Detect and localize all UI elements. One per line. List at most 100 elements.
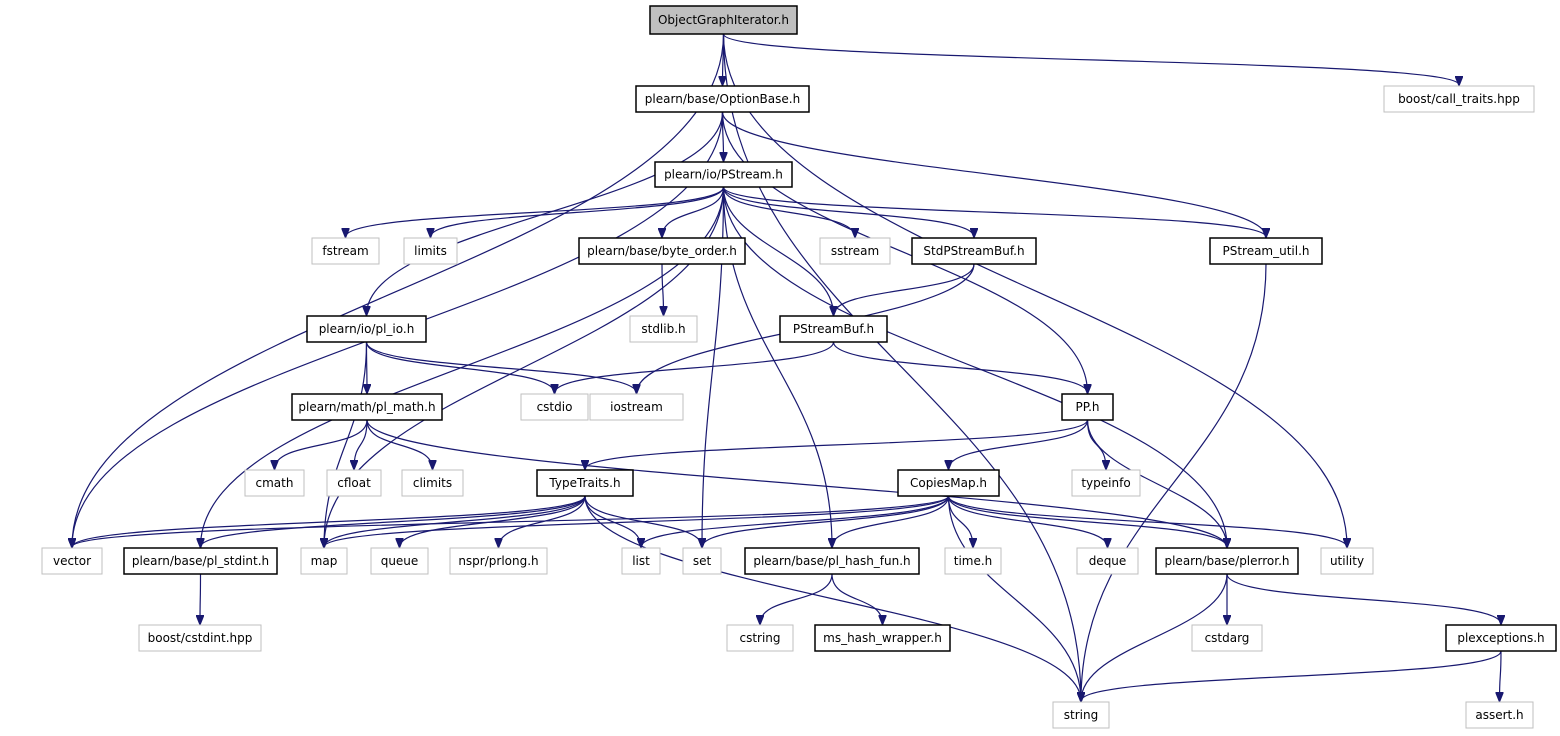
node-label: time.h [954,554,993,568]
node-typetraits[interactable]: TypeTraits.h [536,469,634,497]
edge-typetraits-to-string [584,495,1081,701]
node-label: TypeTraits.h [548,476,620,490]
node-box [291,393,443,421]
node-queue: queue [370,547,429,575]
node-plerror[interactable]: plearn/base/plerror.h [1155,547,1299,575]
node-box [944,547,1002,575]
edge-ogi-to-utility [722,33,1348,547]
node-label: deque [1089,554,1127,568]
node-stdlib: stdlib.h [629,315,698,343]
node-box [326,469,382,497]
node-pp[interactable]: PP.h [1061,393,1114,421]
edge-byteorder-to-stdlib [662,263,664,315]
node-fstream: fstream [311,237,380,265]
node-box [1191,624,1263,652]
node-callTraits: boost/call_traits.hpp [1383,85,1535,113]
edge-copiesmap-to-utility [947,495,1348,547]
edge-typetraits-to-queue [400,495,586,547]
node-box [300,547,348,575]
node-box [536,469,634,497]
edge-copiesmap-to-deque [947,495,1108,547]
node-label: PStream_util.h [1222,244,1309,258]
node-label: PP.h [1075,400,1099,414]
node-box [682,547,722,575]
node-pstream[interactable]: plearn/io/PStream.h [654,161,793,188]
node-prlong: nspr/prlong.h [449,547,548,575]
node-box [244,469,305,497]
node-plhash[interactable]: plearn/base/pl_hash_fun.h [744,547,920,575]
node-asserth: assert.h [1465,701,1534,729]
node-plexceptions[interactable]: plexceptions.h [1445,624,1557,652]
edge-pp-to-copiesmap [949,419,1089,469]
edge-ogi-to-callTraits [722,33,1460,85]
node-deque: deque [1076,547,1139,575]
node-mshash[interactable]: ms_hash_wrapper.h [814,624,951,652]
node-label: cfloat [337,476,371,490]
node-ogi[interactable]: ObjectGraphIterator.h [649,5,798,35]
node-box [138,624,262,652]
node-label: StdPStreamBuf.h [923,244,1024,258]
edge-plmath-to-climits [366,419,433,469]
edge-copiesmap-to-set [702,495,950,547]
node-box [649,5,798,35]
node-box [370,547,429,575]
node-label: ms_hash_wrapper.h [823,631,942,645]
edge-plhash-to-mshash [831,573,883,624]
node-string: string [1052,701,1110,729]
node-box [449,547,548,575]
edge-psbuf-to-pp [832,341,1088,393]
edge-pstream-to-pstreamutil [722,186,1267,237]
node-iostream: iostream [589,393,684,421]
node-box [589,393,684,421]
node-box [726,624,794,652]
edge-stdpsb-to-psbuf [834,263,975,315]
node-psbuf[interactable]: PStreamBuf.h [779,315,888,343]
node-list: list [621,547,661,575]
edge-plio-to-iostream [365,341,637,393]
node-sstream: sstream [819,237,891,265]
edge-ogi-to-vector [72,33,725,547]
node-label: typeinfo [1081,476,1130,490]
node-cstdarg: cstdarg [1191,624,1263,652]
node-plio[interactable]: plearn/io/pl_io.h [306,315,427,343]
node-box [306,315,427,343]
edge-optionbase-to-plio [367,111,724,315]
edge-plexceptions-to-string [1081,650,1502,701]
node-plstdint[interactable]: plearn/base/pl_stdint.h [123,547,278,575]
node-label: boost/call_traits.hpp [1398,92,1520,106]
edge-copiesmap-to-string [947,495,1082,701]
node-stdpsb[interactable]: StdPStreamBuf.h [911,237,1037,265]
node-cstring: cstring [726,624,794,652]
node-label: stdlib.h [641,322,685,336]
node-box [629,315,698,343]
node-box [779,315,888,343]
node-cfloat: cfloat [326,469,382,497]
edge-pstream-to-stdpsb [722,186,975,237]
edge-pp-to-typetraits [585,419,1089,469]
node-label: plearn/io/PStream.h [664,168,783,182]
node-utility: utility [1320,547,1374,575]
node-box [1061,393,1114,421]
node-label: plearn/math/pl_math.h [298,400,435,414]
node-map: map [300,547,348,575]
edge-ogi-to-string [722,33,1082,701]
node-copiesmap[interactable]: CopiesMap.h [897,469,1000,497]
node-box [621,547,661,575]
edge-copiesmap-to-list [641,495,950,547]
edge-copiesmap-to-plerror [947,495,1228,547]
edge-pstream-to-byteorder [662,186,725,237]
node-byteorder[interactable]: plearn/base/byte_order.h [578,237,746,265]
node-pstreamutil[interactable]: PStream_util.h [1209,237,1323,265]
edge-plhash-to-cstring [760,573,833,624]
node-plmath[interactable]: plearn/math/pl_math.h [291,393,443,421]
node-box [1071,469,1141,497]
node-label: boost/cstdint.hpp [148,631,253,645]
node-optionbase[interactable]: plearn/base/OptionBase.h [635,85,810,113]
node-box [41,547,103,575]
node-box [814,624,951,652]
node-label: vector [53,554,91,568]
node-label: cstdarg [1205,631,1250,645]
node-box [744,547,920,575]
node-box [911,237,1037,265]
node-label: assert.h [1475,708,1523,722]
